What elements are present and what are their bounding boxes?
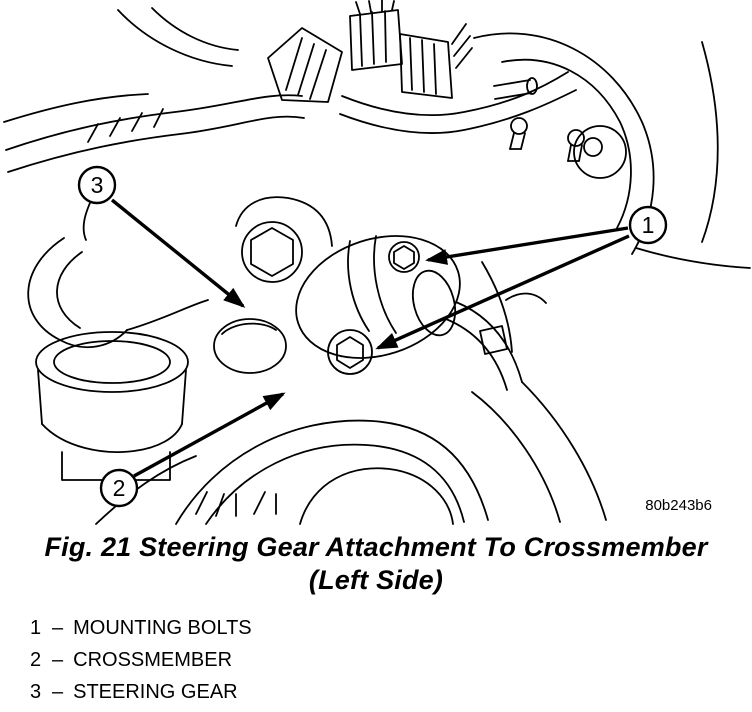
caption-subtitle: (Left Side) — [308, 564, 444, 595]
callout-2-circle — [99, 468, 139, 508]
callout-3-label: 3 — [91, 172, 104, 198]
callout-2-arrow — [133, 392, 286, 478]
hose-lines — [3, 7, 305, 173]
legend-item-steering-gear: 3 – STEERING GEAR — [30, 681, 752, 704]
legend-item-number: 1 — [30, 616, 42, 639]
crossmember-curves — [95, 381, 607, 525]
callout-arrows — [110, 198, 630, 478]
engine-block-left — [27, 189, 209, 349]
wiring-connectors — [267, 0, 577, 135]
legend-separator: – — [52, 616, 64, 639]
legend-list: 1 – MOUNTING BOLTS 2 – CROSSMEMBER 3 – S… — [30, 617, 752, 704]
callout-1-arrow-lower — [375, 234, 630, 350]
legend-item-number: 3 — [30, 680, 42, 703]
caption-title: Fig. 21 Steering Gear Attachment To Cros… — [44, 532, 708, 562]
callout-2-marker: 2 — [99, 468, 139, 508]
ref-code: 80b243b6 — [645, 497, 712, 514]
legend-item-mounting-bolts: 1 – MOUNTING BOLTS — [30, 617, 752, 640]
figure-caption: Fig. 21 Steering Gear Attachment To Cros… — [0, 531, 752, 597]
booster-housing — [473, 32, 751, 269]
callout-1-arrow-upper — [425, 226, 629, 265]
legend-separator: – — [52, 648, 64, 671]
legend-item-crossmember: 2 – CROSSMEMBER — [30, 649, 752, 672]
callout-1-marker: 1 — [628, 205, 668, 245]
callout-2-label: 2 — [113, 475, 126, 501]
legend-separator: – — [52, 680, 64, 703]
callout-1-label: 1 — [642, 212, 655, 238]
legend-item-label: MOUNTING BOLTS — [73, 616, 252, 639]
callout-1-circle — [628, 205, 668, 245]
callout-3-circle — [77, 165, 117, 205]
engine-line-art — [3, 0, 751, 525]
legend-item-label: STEERING GEAR — [73, 680, 238, 703]
callout-3-marker: 3 — [77, 165, 117, 205]
legend-item-number: 2 — [30, 648, 42, 671]
legend-item-label: CROSSMEMBER — [73, 648, 233, 671]
callout-3-arrow — [110, 198, 246, 308]
diagram-illustration: 3 1 2 80b243b6 — [3, 0, 751, 525]
